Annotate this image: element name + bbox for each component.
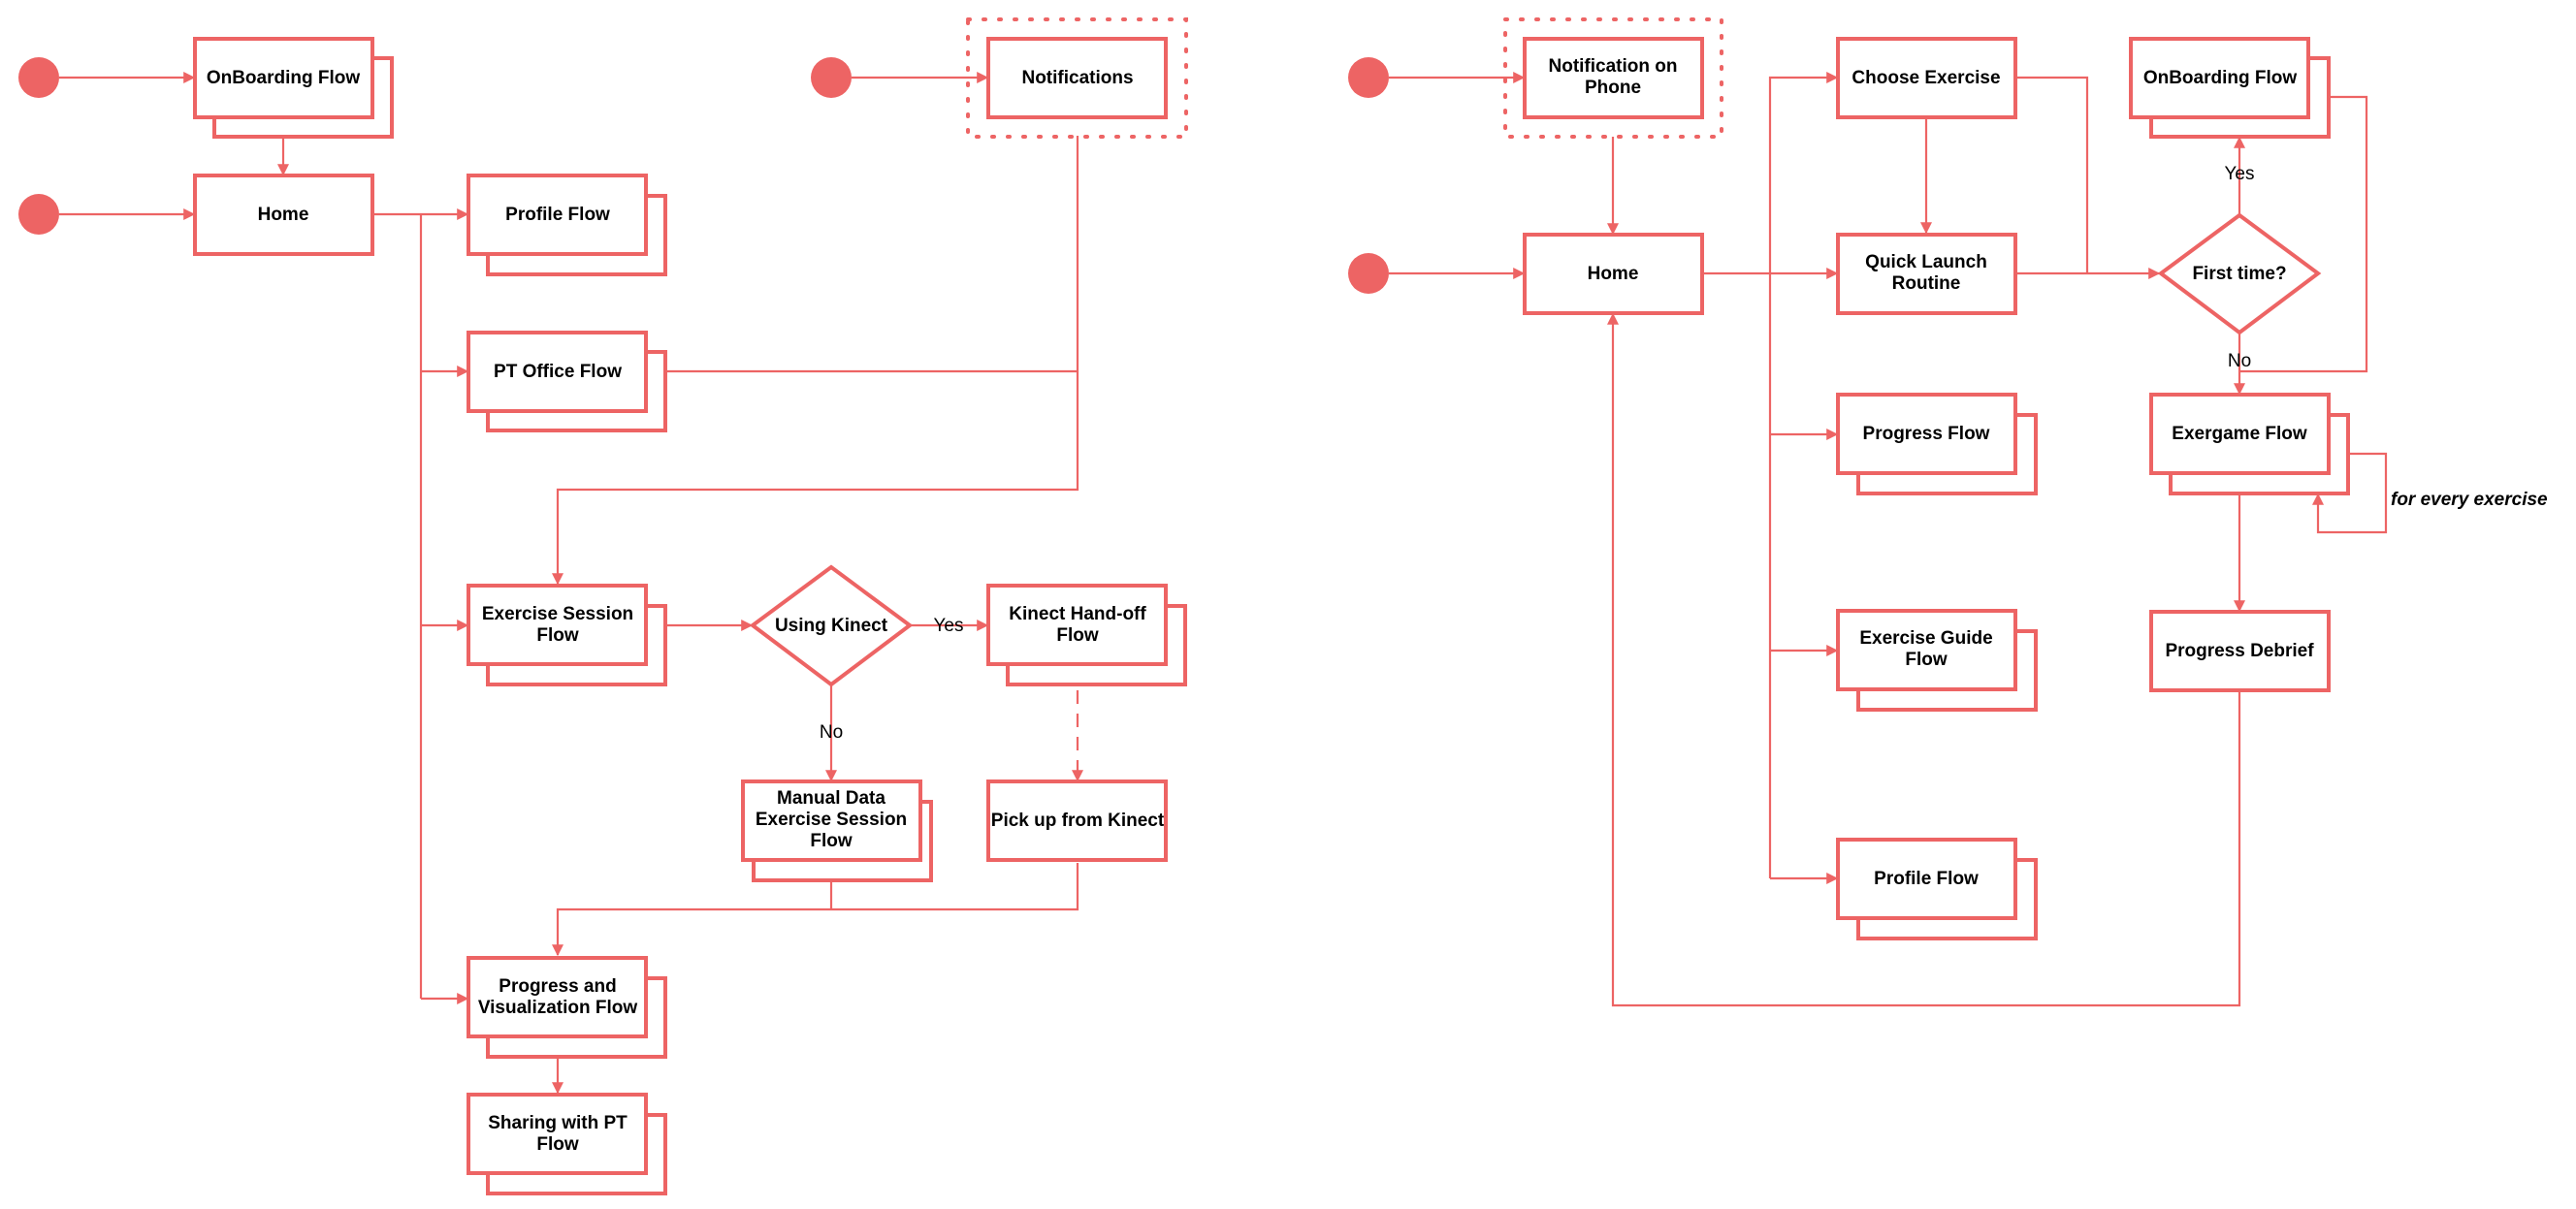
progress-flow-node[interactable]: Progress Flow bbox=[1836, 393, 2038, 495]
pt-office-flow-node[interactable]: PT Office Flow bbox=[467, 331, 667, 432]
pt-office-flow-label: PT Office Flow bbox=[494, 362, 622, 382]
profile-flow-label: Profile Flow bbox=[505, 205, 610, 225]
exercise-guide-label-2: Flow bbox=[1905, 650, 1947, 670]
start-node-onboarding bbox=[18, 57, 59, 98]
onboarding-flow-node[interactable]: OnBoarding Flow bbox=[193, 37, 394, 139]
using-kinect-label: Using Kinect bbox=[775, 616, 888, 636]
notifications-label: Notifications bbox=[1021, 68, 1133, 88]
choose-exercise-node[interactable]: Choose Exercise bbox=[1836, 37, 2017, 119]
manual-data-label-2: Exercise Session bbox=[756, 810, 907, 830]
exercise-guide-flow-node[interactable]: Exercise Guide Flow bbox=[1836, 609, 2038, 712]
progress-viz-label-1: Progress and bbox=[499, 976, 616, 997]
using-kinect-decision[interactable]: Using Kinect bbox=[749, 564, 914, 687]
pickup-label: Pick up from Kinect bbox=[991, 811, 1165, 831]
profile-flow-node-right[interactable]: Profile Flow bbox=[1836, 838, 2038, 940]
sharing-with-pt-flow-node[interactable]: Sharing with PT Flow bbox=[467, 1093, 667, 1195]
manual-data-label-3: Flow bbox=[810, 831, 852, 851]
progress-visualization-flow-node[interactable]: Progress and Visualization Flow bbox=[467, 956, 667, 1059]
quick-launch-label-2: Routine bbox=[1892, 273, 1961, 294]
manual-data-flow-node[interactable]: Manual Data Exercise Session Flow bbox=[741, 779, 933, 882]
home-label-right: Home bbox=[1588, 264, 1639, 284]
profile-flow-node[interactable]: Profile Flow bbox=[467, 174, 667, 276]
notification-phone-label-1: Notification on bbox=[1549, 56, 1678, 77]
profile-flow-label-right: Profile Flow bbox=[1874, 869, 1979, 889]
start-node-notification-phone bbox=[1348, 57, 1389, 98]
yes-label-right: Yes bbox=[2225, 164, 2255, 184]
for-every-exercise-label: for every exercise bbox=[2391, 490, 2548, 510]
right-connectors bbox=[1389, 72, 2388, 1007]
onboarding-flow-node-right[interactable]: OnBoarding Flow bbox=[2129, 37, 2331, 139]
kinect-handoff-label-2: Flow bbox=[1056, 625, 1098, 646]
progress-debrief-label: Progress Debrief bbox=[2165, 641, 2314, 661]
start-node-home bbox=[18, 194, 59, 235]
progress-flow-label: Progress Flow bbox=[1863, 424, 1990, 444]
manual-data-label-1: Manual Data bbox=[777, 788, 886, 809]
first-time-label: First time? bbox=[2192, 264, 2286, 284]
no-label-right: No bbox=[2228, 351, 2251, 371]
first-time-decision[interactable]: First time? bbox=[2157, 212, 2322, 335]
notification-on-phone-node[interactable]: Notification on Phone bbox=[1503, 17, 1723, 139]
progress-debrief-node[interactable]: Progress Debrief bbox=[2149, 610, 2331, 692]
quick-launch-routine-node[interactable]: Quick Launch Routine bbox=[1836, 233, 2017, 315]
kinect-handoff-label-1: Kinect Hand-off bbox=[1009, 604, 1146, 624]
exergame-flow-label: Exergame Flow bbox=[2172, 424, 2307, 444]
kinect-handoff-flow-node[interactable]: Kinect Hand-off Flow bbox=[986, 584, 1187, 686]
pickup-from-kinect-node[interactable]: Pick up from Kinect bbox=[986, 779, 1168, 862]
start-node-home-right bbox=[1348, 253, 1389, 294]
onboarding-flow-label-right: OnBoarding Flow bbox=[2143, 68, 2298, 88]
home-label: Home bbox=[258, 205, 309, 225]
onboarding-flow-label: OnBoarding Flow bbox=[207, 68, 361, 88]
exergame-flow-node[interactable]: Exergame Flow bbox=[2149, 393, 2350, 495]
notifications-node[interactable]: Notifications bbox=[966, 17, 1188, 139]
notification-phone-label-2: Phone bbox=[1585, 78, 1641, 98]
exercise-session-label-2: Flow bbox=[536, 625, 578, 646]
exercise-session-label-1: Exercise Session bbox=[482, 604, 633, 624]
choose-exercise-label: Choose Exercise bbox=[1852, 68, 2000, 88]
home-node-right[interactable]: Home bbox=[1523, 233, 1704, 315]
sharing-label-1: Sharing with PT bbox=[488, 1113, 628, 1133]
exercise-session-flow-node[interactable]: Exercise Session Flow bbox=[467, 584, 667, 686]
exercise-guide-label-1: Exercise Guide bbox=[1859, 628, 1992, 649]
start-node-notifications bbox=[811, 57, 852, 98]
sharing-label-2: Flow bbox=[536, 1134, 578, 1155]
yes-label-left: Yes bbox=[934, 616, 964, 636]
progress-viz-label-2: Visualization Flow bbox=[478, 998, 638, 1018]
no-label-left: No bbox=[820, 722, 843, 743]
home-node[interactable]: Home bbox=[193, 174, 374, 256]
quick-launch-label-1: Quick Launch bbox=[1865, 252, 1987, 272]
